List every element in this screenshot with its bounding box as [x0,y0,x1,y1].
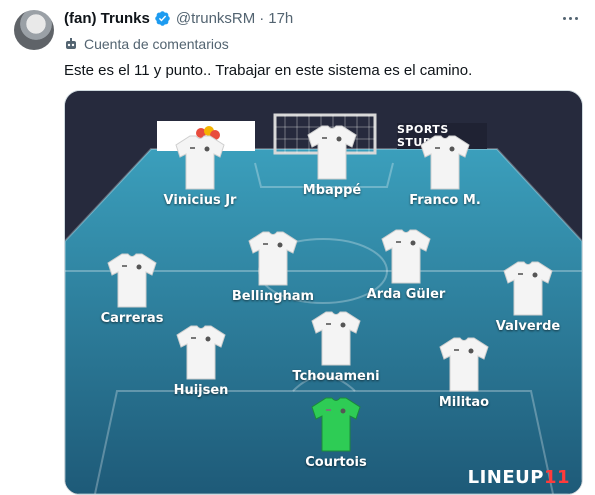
player-card: Militao [409,335,519,410]
jersey-icon [248,231,298,286]
player-card: Vinicius Jr [145,133,255,208]
jersey-icon [307,125,357,180]
player-name: Valverde [495,319,561,334]
tweet-text: Este es el 11 y punto.. Trabajar en este… [64,62,473,79]
jersey-icon [107,253,157,308]
player-name: Carreras [100,311,164,326]
avatar[interactable] [14,10,54,50]
player-name: Huijsen [173,383,229,398]
player-name: Arda Güler [366,287,446,302]
player-name: Bellingham [231,289,315,304]
player-card: Courtois [281,395,391,470]
player-name: Vinicius Jr [163,193,237,208]
separator-dot: · [259,10,265,27]
timestamp[interactable]: 17h [268,10,294,27]
player-name: Mbappé [302,183,362,198]
player-name: Militao [438,395,490,410]
lineup11-logo: LINEUP11 [467,467,570,488]
player-card: Tchouameni [281,309,391,384]
jersey-icon [311,311,361,366]
jersey-icon [311,397,361,452]
player-card: Franco M. [390,133,500,208]
subaccount-text[interactable]: Cuenta de comentarios [84,36,229,52]
sponsor-emblem-icon [196,126,220,140]
player-card: Carreras [77,251,187,326]
player-card: Mbappé [277,123,387,198]
tweet-header: (fan) Trunks @trunksRM · 17h [64,10,293,27]
jersey-icon [420,135,470,190]
player-card: Huijsen [146,323,256,398]
player-name: Franco M. [409,193,481,208]
jersey-icon [439,337,489,392]
player-card: Valverde [473,259,582,334]
jersey-icon [381,229,431,284]
more-button[interactable] [559,10,581,26]
automated-account-icon [66,38,76,49]
subaccount-label-row: Cuenta de comentarios [64,36,229,52]
verified-badge-icon [155,11,170,26]
player-card: Bellingham [218,229,328,304]
more-icon [562,16,566,20]
handle[interactable]: @trunksRM [175,10,256,27]
jersey-icon [175,135,225,190]
player-name: Courtois [305,455,367,470]
player-card: Arda Güler [351,227,461,302]
jersey-icon [176,325,226,380]
display-name[interactable]: (fan) Trunks [64,10,150,27]
jersey-icon [503,261,553,316]
player-name: Tchouameni [292,369,380,384]
